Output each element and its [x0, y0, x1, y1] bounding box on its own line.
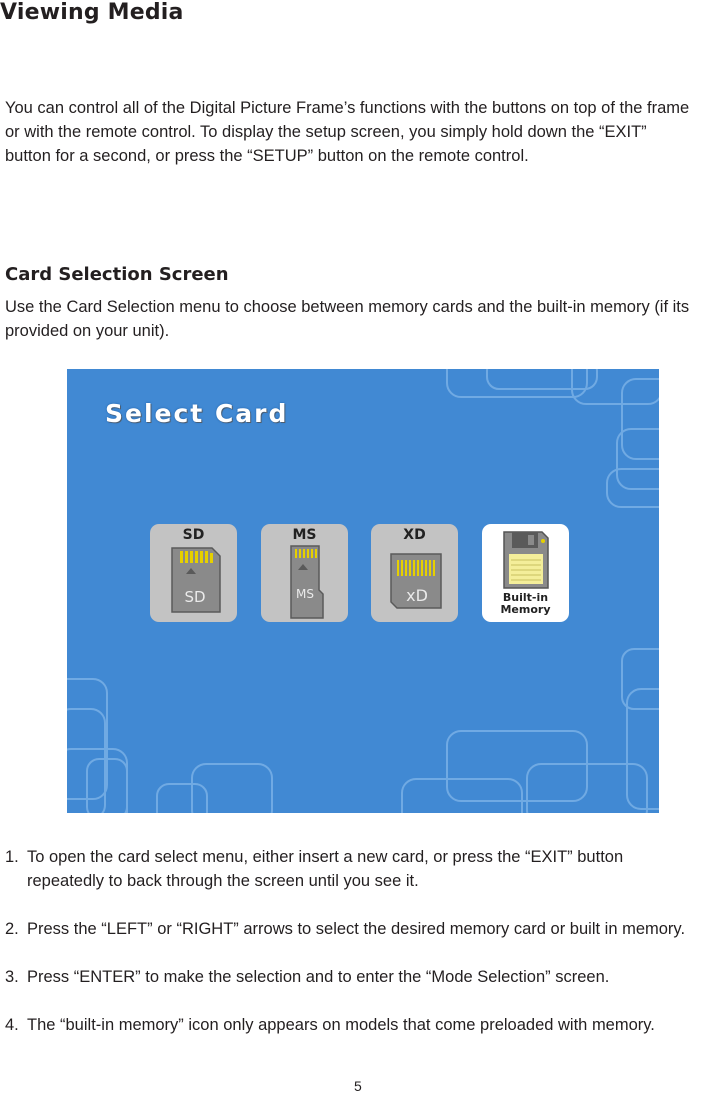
- step-text: Press the “LEFT” or “RIGHT” arrows to se…: [27, 920, 686, 938]
- instruction-steps: 1. To open the card select menu, either …: [5, 845, 702, 1061]
- select-card-screenshot: Select Card SD SD MS MS: [67, 369, 659, 813]
- sd-card-icon: SD: [171, 547, 221, 613]
- step-number: 1.: [5, 848, 19, 866]
- step-item: 2. Press the “LEFT” or “RIGHT” arrows to…: [5, 917, 702, 941]
- sd-card-text: SD: [184, 588, 205, 606]
- step-text: Press “ENTER” to make the selection and …: [27, 968, 610, 986]
- memory-stick-icon: MS: [290, 545, 324, 619]
- sd-card-option[interactable]: SD SD: [150, 524, 237, 622]
- xd-label: XD: [403, 527, 426, 543]
- sd-label: SD: [182, 527, 205, 543]
- step-text: To open the card select menu, either ins…: [27, 848, 624, 890]
- section-heading: Card Selection Screen: [5, 264, 229, 285]
- page-number: 5: [354, 1078, 362, 1094]
- ms-label: MS: [292, 527, 317, 543]
- built-in-memory-option[interactable]: Built-in Memory: [482, 524, 569, 622]
- step-item: 4. The “built-in memory” icon only appea…: [5, 1013, 702, 1037]
- page-title: Viewing Media: [0, 0, 184, 25]
- xd-card-icon: xD: [390, 553, 442, 609]
- xd-card-option[interactable]: XD xD: [371, 524, 458, 622]
- step-number: 2.: [5, 920, 19, 938]
- built-in-memory-label: Built-in Memory: [482, 592, 569, 616]
- ms-card-text: MS: [296, 587, 314, 601]
- step-item: 3. Press “ENTER” to make the selection a…: [5, 965, 702, 989]
- step-number: 3.: [5, 968, 19, 986]
- step-number: 4.: [5, 1016, 19, 1034]
- step-text: The “built-in memory” icon only appears …: [27, 1016, 655, 1034]
- floppy-disk-icon: [503, 531, 549, 589]
- ms-card-option[interactable]: MS MS: [261, 524, 348, 622]
- intro-paragraph: You can control all of the Digital Pictu…: [5, 99, 690, 165]
- xd-card-text: xD: [406, 586, 428, 605]
- screen-title: Select Card: [105, 399, 289, 428]
- built-in-label-line2: Memory: [500, 603, 551, 616]
- background-decoration: [67, 369, 659, 813]
- built-in-label-line1: Built-in: [502, 591, 549, 604]
- section-description: Use the Card Selection menu to choose be…: [5, 298, 690, 340]
- step-item: 1. To open the card select menu, either …: [5, 845, 702, 893]
